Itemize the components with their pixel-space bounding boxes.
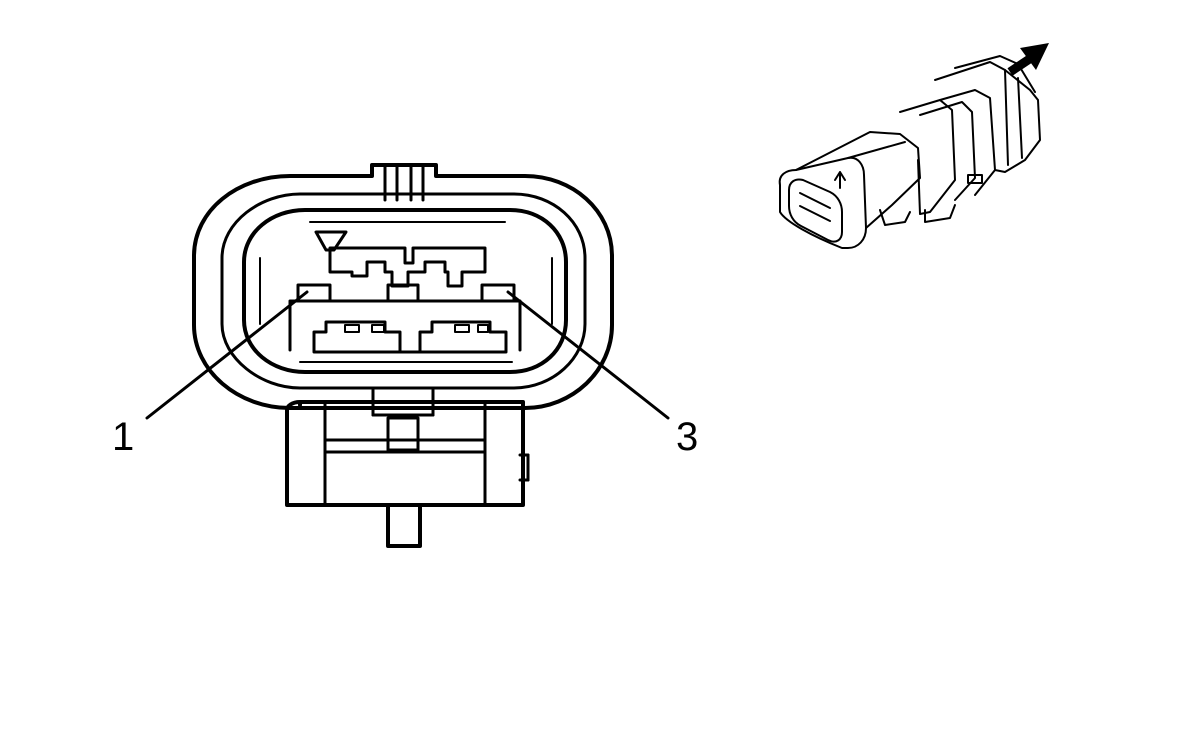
connector-nose-inner xyxy=(788,178,843,243)
pin-3-label: 3 xyxy=(676,415,698,459)
connector-collar xyxy=(899,99,956,215)
pin-1-leader-line xyxy=(145,290,309,420)
connector-rear-lock xyxy=(934,61,1041,173)
connector-body xyxy=(795,131,921,229)
lower-terminal-block xyxy=(312,320,508,354)
lock-body-details xyxy=(323,388,530,507)
cavity-guide-lines xyxy=(259,221,553,363)
connector-nose xyxy=(778,156,867,249)
connector-seal-ring xyxy=(220,192,587,390)
polarization-key xyxy=(314,230,348,252)
connector-perspective-view xyxy=(778,55,1041,249)
pin-1-cavity xyxy=(296,283,332,303)
arrow-up-right-icon xyxy=(1007,43,1049,76)
upper-terminal-block xyxy=(328,246,487,288)
connector-cavity xyxy=(242,208,568,374)
pin-1-label: 1 xyxy=(112,415,134,459)
connector-face-view xyxy=(145,163,670,548)
connector-bottom-post xyxy=(386,503,422,548)
pin-3-leader-line xyxy=(506,290,670,420)
lower-terminal-slots xyxy=(344,324,489,333)
